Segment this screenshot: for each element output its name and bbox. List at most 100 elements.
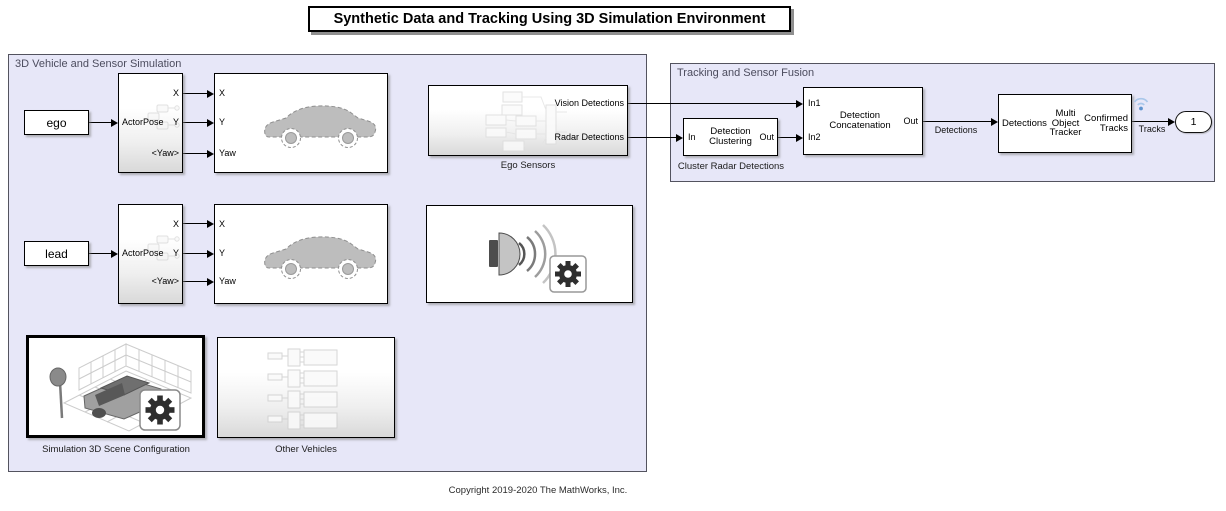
block-actor-pose-1[interactable]: ActorPose X Y <Yaw> [118,73,183,173]
label-cluster-radar-detections: Cluster Radar Detections [677,161,785,172]
wire-y-1[interactable] [183,118,214,127]
bus-selector-icon [147,235,180,261]
wire-yaw-1[interactable] [183,149,214,158]
car-icon [264,105,377,148]
block-multi-object-tracker[interactable]: Detections Multi Object Tracker Confirme… [998,94,1132,153]
port-label-y: Y [219,248,226,258]
bus-selector-icon [147,104,180,130]
port-label-in: In [688,132,696,142]
port-label-x: X [172,219,179,229]
block-simulation-3d-scene-configuration[interactable] [26,335,205,438]
actorpose-name: ActorPose [122,117,164,127]
port-label-yaw: <Yaw> [151,148,179,158]
port-label-yaw: Yaw [219,148,236,158]
tracker-name-line3: Tracker [1049,127,1082,139]
port-label-detections: Detections [1002,118,1047,129]
signal-label-detections[interactable]: Detections [934,125,978,135]
port-label-x: X [219,219,226,229]
port-label-yaw: Yaw [219,276,236,286]
port-label-y: Y [219,117,226,127]
concat-name-line1: Detection [839,110,881,121]
wire-detections[interactable] [923,117,998,126]
clustering-name-line1: Detection [710,126,751,137]
gear-icon [139,389,181,431]
port-label-y: Y [172,248,179,258]
arrowhead-icon [991,117,998,126]
outport-label: 1 [1190,116,1197,128]
wire-radar-detections[interactable] [628,133,683,142]
car-icon [264,236,377,279]
arrowhead-icon [207,89,214,98]
concat-name-line2: Concatenation [829,120,891,131]
ego-label: ego [46,115,67,130]
port-label-out: Out [903,116,918,126]
signal-label-tracks[interactable]: Tracks [1138,124,1166,134]
tracker-name-line2: Object [1051,117,1080,129]
3d-scene-icon [49,343,193,432]
copyright-text: Copyright 2019-2020 The MathWorks, Inc. [448,485,628,496]
arrowhead-icon [207,219,214,228]
lead-label: lead [45,246,68,261]
outport-1[interactable]: 1 [1175,111,1212,133]
tracker-name: Multi Object Tracker [1047,109,1084,138]
block-ego-source[interactable]: ego [24,110,89,135]
arrowhead-icon [207,277,214,286]
port-label-x: X [172,88,179,98]
subsystem-preview-icon [485,91,567,152]
sign-pole [58,381,64,419]
wire-y-2[interactable] [183,249,214,258]
actorpose-name: ActorPose [122,248,164,258]
port-label-vision-detections: Vision Detections [554,98,624,108]
tracks-line: Tracks [1099,122,1128,134]
annotation-title: Synthetic Data and Tracking Using 3D Sim… [308,6,791,32]
area-label-sim: 3D Vehicle and Sensor Simulation [15,58,182,70]
block-other-vehicles[interactable] [217,337,395,438]
wire-vision-detections[interactable] [628,99,803,108]
arrowhead-icon [796,99,803,108]
block-lead-source[interactable]: lead [24,241,89,266]
port-label-yaw: <Yaw> [151,276,179,286]
arrowhead-icon [207,118,214,127]
gear-icon [549,255,587,293]
wire-yaw-2[interactable] [183,277,214,286]
label-ego-sensors: Ego Sensors [500,160,556,171]
port-label-x: X [219,88,226,98]
arrowhead-icon [111,249,118,258]
wire-x-2[interactable] [183,219,214,228]
confirmed-line: Confirmed [1084,112,1128,124]
arrowhead-icon [207,149,214,158]
port-label-radar-detections: Radar Detections [554,132,624,142]
wire-lead-to-actorpose[interactable] [89,249,118,258]
label-other-vehicles: Other Vehicles [275,444,337,455]
wire-clustering-out[interactable] [778,133,803,142]
arrowhead-icon [796,133,803,142]
block-actor-pose-2[interactable]: ActorPose X Y <Yaw> [118,204,183,304]
label-simulation-3d-scene-configuration: Simulation 3D Scene Configuration [42,444,190,455]
tracker-name-line1: Multi [1055,108,1076,120]
page-title: Synthetic Data and Tracking Using 3D Sim… [333,11,766,27]
block-radar-configuration[interactable] [426,205,633,303]
port-label-in1: In1 [808,98,821,108]
wire-ego-to-actorpose[interactable] [89,118,118,127]
block-vehicle-2[interactable]: X Y Yaw [214,204,388,304]
wire-x-1[interactable] [183,89,214,98]
port-label-confirmed-tracks: Confirmed Tracks [1084,112,1128,134]
port-label-out: Out [759,132,774,142]
block-vehicle-1[interactable]: X Y Yaw [214,73,388,173]
signal-logging-wifi-icon[interactable] [1131,92,1151,114]
port-label-y: Y [172,117,179,127]
sign-head [49,367,67,387]
clustering-name-line2: Clustering [709,136,752,147]
area-label-tracking: Tracking and Sensor Fusion [677,67,815,79]
radar-speaker-icon [489,224,587,293]
port-label-in2: In2 [808,132,821,142]
arrowhead-icon [207,249,214,258]
block-ego-sensors[interactable]: Vision Detections Radar Detections [428,85,628,156]
block-detection-concatenation[interactable]: In1 In2 Out Detection Concatenation [803,87,923,155]
subsystem-preview-icon [267,348,338,430]
arrowhead-icon [111,118,118,127]
block-detection-clustering[interactable]: In Out Detection Clustering [683,118,778,156]
wire-tracks[interactable] [1132,117,1175,126]
arrowhead-icon [676,133,683,142]
